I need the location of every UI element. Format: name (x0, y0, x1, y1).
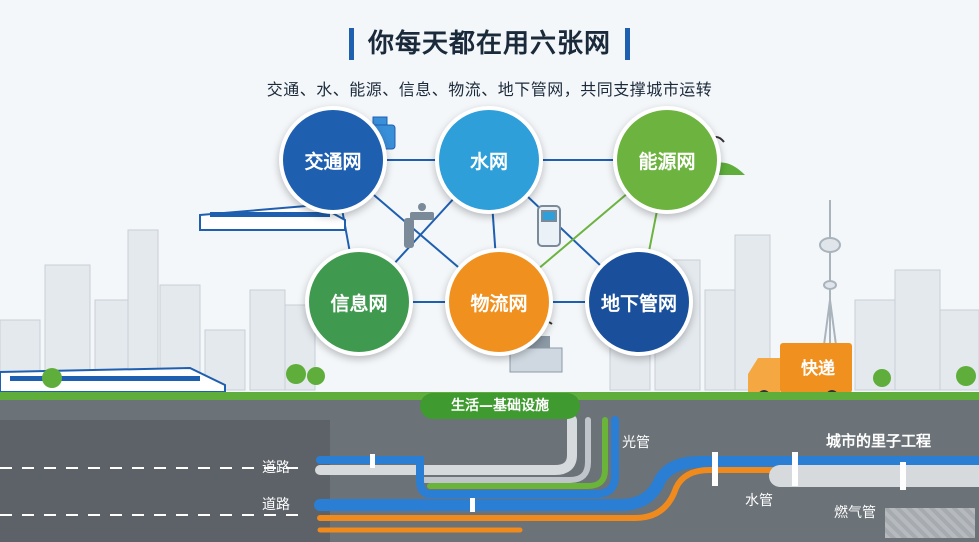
road-lane-markings (0, 467, 300, 516)
node-underground: 地下管网 (585, 248, 693, 356)
page-title: 你每天都在用六张网 (348, 28, 630, 60)
underground-title: 城市的里子工程 (826, 432, 932, 450)
gas-pipe-label: 燃气管 (834, 505, 876, 521)
node-traffic: 交通网 (279, 106, 387, 214)
fiber-pipe-label: 光管 (622, 435, 650, 451)
train-lower (0, 366, 226, 393)
ground-tag: 生活—基础设施 (420, 393, 580, 419)
truck-label: 快递 (801, 359, 835, 379)
smart-meter-icon (537, 205, 561, 247)
node-info: 信息网 (305, 248, 413, 356)
trees (42, 364, 976, 388)
node-label: 能源网 (638, 150, 696, 173)
node-label: 物流网 (470, 292, 528, 315)
node-water: 水网 (435, 106, 543, 214)
node-label: 交通网 (304, 150, 362, 173)
node-label: 信息网 (330, 292, 388, 315)
node-label: 地下管网 (600, 292, 677, 315)
node-logistics: 物流网 (445, 248, 553, 356)
water-pipe-label: 水管 (745, 493, 773, 509)
title-container: 你每天都在用六张网 (0, 28, 979, 60)
pipe-joints (370, 452, 906, 512)
page-subtitle: 交通、水、能源、信息、物流、地下管网，共同支撑城市运转 (266, 80, 713, 99)
road-label-upper: 道路 (262, 460, 290, 476)
watermark-blur (885, 508, 975, 538)
train-upper (199, 203, 346, 231)
road-label-lower: 道路 (262, 497, 290, 513)
water-tap-icon (404, 203, 434, 248)
node-label: 水网 (469, 150, 508, 173)
pipes (314, 415, 979, 533)
road-cross-section (0, 420, 330, 542)
node-energy: 能源网 (613, 106, 721, 214)
